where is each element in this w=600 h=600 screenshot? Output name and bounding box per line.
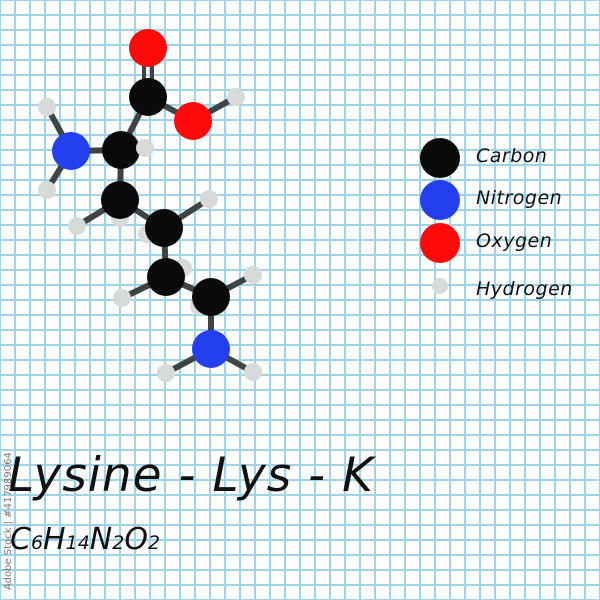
legend-label: Oxygen: [476, 230, 553, 252]
atoms-layer: [38, 29, 262, 382]
nitrogen-swatch-icon: [420, 180, 460, 220]
hydrogen-atom: [157, 364, 175, 382]
legend-label: Carbon: [476, 145, 548, 167]
hydrogen-atom: [227, 88, 245, 106]
carbon-atom: [101, 181, 139, 219]
hydrogen-atom: [113, 289, 131, 307]
hydrogen-atom: [136, 139, 154, 157]
oxygen-atom: [129, 29, 167, 67]
formula-count: 14: [65, 532, 90, 554]
formula-count: 2: [112, 532, 125, 554]
hydrogen-atom: [38, 98, 56, 116]
legend-item-hydrogen: Hydrogen: [420, 266, 600, 306]
legend-item-nitrogen: Nitrogen: [420, 180, 600, 220]
nitrogen-atom: [192, 330, 230, 368]
formula-element: C: [10, 522, 31, 557]
hydrogen-atom: [200, 190, 218, 208]
hydrogen-atom: [68, 217, 86, 235]
hydrogen-swatch-icon: [432, 278, 448, 294]
legend-item-oxygen: Oxygen: [420, 223, 600, 263]
hydrogen-atom: [38, 181, 56, 199]
carbon-swatch-icon: [420, 138, 460, 178]
carbon-atom: [129, 78, 167, 116]
hydrogen-atom: [244, 363, 262, 381]
carbon-atom: [147, 258, 185, 296]
carbon-atom: [145, 209, 183, 247]
watermark: Adobe Stock | #417989064: [3, 452, 14, 590]
formula-element: O: [124, 522, 148, 557]
formula-element: H: [43, 522, 66, 557]
oxygen-atom: [174, 102, 212, 140]
hydrogen-atom: [244, 266, 262, 284]
carbon-atom: [192, 278, 230, 316]
legend-label: Nitrogen: [476, 187, 563, 209]
page-title: Lysine - Lys - K: [8, 448, 374, 503]
nitrogen-atom: [52, 132, 90, 170]
legend-item-carbon: Carbon: [420, 138, 600, 178]
formula-count: 6: [30, 532, 44, 554]
formula-count: 2: [147, 532, 161, 554]
molecular-formula: C6H14N2O2: [10, 522, 160, 557]
oxygen-swatch-icon: [420, 223, 460, 263]
legend-label: Hydrogen: [476, 278, 573, 300]
formula-element: N: [89, 522, 113, 557]
carbon-atom: [102, 131, 140, 169]
